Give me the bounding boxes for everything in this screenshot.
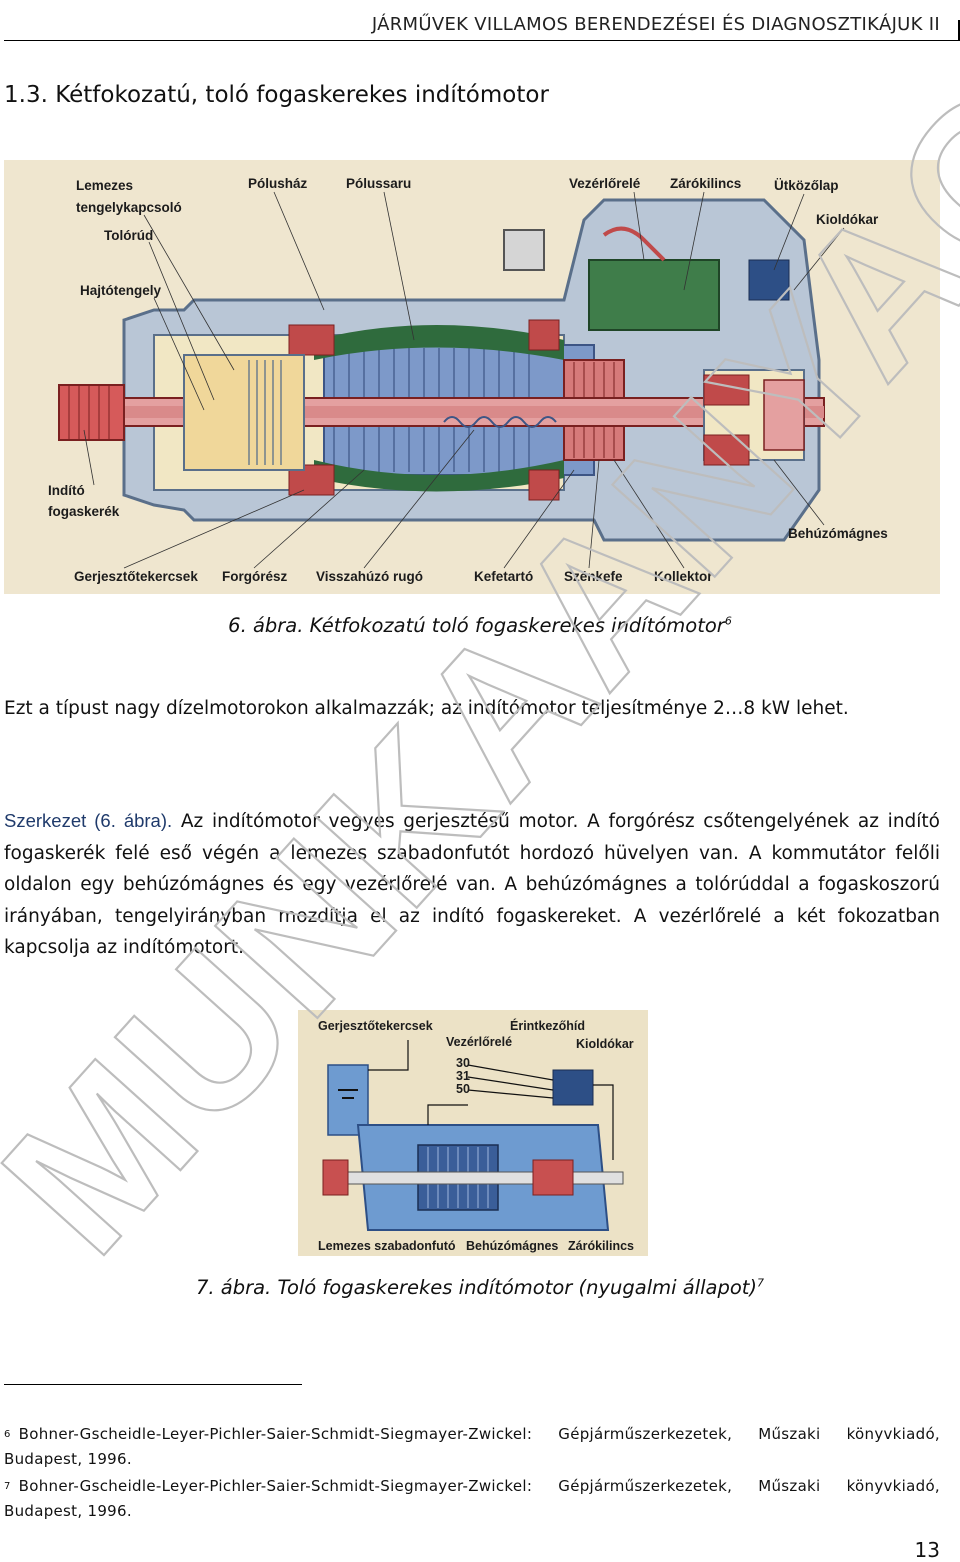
label-kollektor: Kollektor: [654, 569, 713, 584]
structure-keyword: Szerkezet (6. ábra).: [4, 810, 173, 831]
label-tengelykapcsolo: tengelykapcsoló: [76, 200, 182, 215]
footnote-7-text: Bohner-Gscheidle-Leyer-Pichler-Saier-Sch…: [4, 1477, 940, 1520]
fig7-label-behuzomagnes: Behúzómágnes: [466, 1239, 558, 1253]
label-utkozolap: Ütközőlap: [774, 178, 839, 193]
fig7-label-kioldokar: Kioldókar: [576, 1037, 634, 1051]
label-visszahuzo-rugo: Visszahúzó rugó: [316, 569, 423, 584]
label-behuzomagnes: Behúzómágnes: [788, 526, 888, 541]
label-zarokilincs: Zárókilincs: [670, 176, 741, 191]
figure-6-caption: 6. ábra. Kétfokozatú toló fogaskerekes i…: [0, 614, 960, 637]
fig7-label-gerjesztotekercsek: Gerjesztőtekercsek: [318, 1019, 433, 1033]
figure-7-caption-text: 7. ábra. Toló fogaskerekes indítómotor (…: [195, 1276, 758, 1299]
label-tolorud: Tolórúd: [104, 228, 153, 243]
structure-body: Az indítómotor vegyes gerjesztésű motor.…: [4, 811, 941, 958]
fig7-label-lemezes-szabadonfuto: Lemezes szabadonfutó: [318, 1239, 456, 1253]
section-title: 1.3. Kétfokozatú, toló fogaskerekes indí…: [4, 82, 549, 108]
fig7-label-zarokilincs: Zárókilincs: [568, 1239, 634, 1253]
footnote-separator: [4, 1384, 302, 1385]
page-number: 13: [914, 1538, 940, 1562]
label-fogaskerek: fogaskerék: [48, 504, 120, 519]
figure-6-starter-motor-cutaway: Lemezes tengelykapcsoló Tolórúd Hajtóten…: [4, 160, 940, 594]
header-rule: [4, 40, 960, 41]
label-szenkefe: Szénkefe: [564, 569, 623, 584]
figure-7-illustration: Gerjesztőtekercsek Érintkezőhíd Vezérlőr…: [298, 1010, 648, 1256]
fig7-terminal-31: 31: [456, 1069, 470, 1083]
figure-6-footnote-ref: 6: [724, 614, 732, 628]
footnote-6-number: 6: [4, 1429, 11, 1440]
header-rule-tick: [958, 20, 960, 40]
figure-7-footnote-ref: 7: [757, 1276, 765, 1290]
label-vezerlorele: Vezérlőrelé: [569, 176, 641, 191]
figure-7-caption: 7. ábra. Toló fogaskerekes indítómotor (…: [0, 1276, 960, 1299]
figure-7-starter-motor-schematic: Gerjesztőtekercsek Érintkezőhíd Vezérlőr…: [298, 1010, 648, 1256]
fig7-label-vezerlorele: Vezérlőrelé: [446, 1035, 512, 1049]
fig7-label-erintkezohid: Érintkezőhíd: [510, 1018, 585, 1033]
label-kioldokar: Kioldókar: [816, 212, 879, 227]
fig7-terminal-30: 30: [456, 1056, 470, 1070]
label-lemezes: Lemezes: [76, 178, 133, 193]
footnote-6-text: Bohner-Gscheidle-Leyer-Pichler-Saier-Sch…: [4, 1425, 940, 1468]
figure-6-caption-text: 6. ábra. Kétfokozatú toló fogaskerekes i…: [228, 614, 725, 637]
intro-paragraph: Ezt a típust nagy dízelmotorokon alkalma…: [4, 698, 849, 719]
label-polushaz: Pólusház: [248, 176, 308, 191]
label-forgoresz: Forgórész: [222, 569, 288, 584]
label-kefetarto: Kefetartó: [474, 569, 533, 584]
running-header: JÁRMŰVEK VILLAMOS BERENDEZÉSEI ÉS DIAGNO…: [371, 14, 940, 35]
label-gerjesztotekercsek: Gerjesztőtekercsek: [74, 569, 198, 584]
label-hajtotengely: Hajtótengely: [80, 283, 162, 298]
footnote-7-number: 7: [4, 1481, 11, 1492]
fig7-terminal-50: 50: [456, 1082, 470, 1096]
figure-6-illustration: Lemezes tengelykapcsoló Tolórúd Hajtóten…: [4, 160, 940, 594]
structure-paragraph: Szerkezet (6. ábra). Az indítómotor vegy…: [4, 805, 940, 964]
label-indito: Indító: [48, 483, 85, 498]
label-polussaru: Pólussaru: [346, 176, 411, 191]
